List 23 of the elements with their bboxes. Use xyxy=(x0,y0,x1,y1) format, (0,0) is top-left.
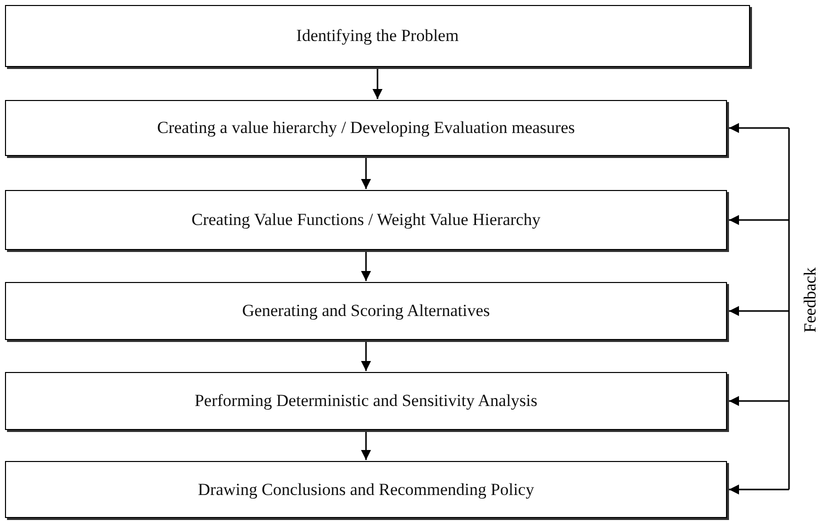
process-box xyxy=(5,5,750,67)
arrow xyxy=(361,431,371,460)
feedback-label: Feedback xyxy=(800,267,820,333)
step-label: Drawing Conclusions and Recommending Policy xyxy=(198,480,534,500)
process-box xyxy=(5,190,727,250)
arrow xyxy=(729,484,789,494)
arrow xyxy=(729,396,789,406)
step-label: Performing Deterministic and Sensitivity Analysis xyxy=(194,391,538,411)
step-label: Identifying the Problem xyxy=(296,26,459,46)
step-label: Generating and Scoring Alternatives xyxy=(242,301,490,321)
step-label: Creating a value hierarchy / Developing Evaluation measures xyxy=(157,118,575,138)
arrow xyxy=(361,157,371,189)
process-box xyxy=(5,372,727,430)
arrow xyxy=(361,251,371,281)
step-label: Creating Value Functions / Weight Value Hierarchy xyxy=(192,210,540,230)
arrow xyxy=(729,215,789,225)
process-box xyxy=(5,100,727,156)
process-box xyxy=(5,282,727,340)
process-box xyxy=(5,461,727,518)
arrow xyxy=(361,341,371,371)
arrow xyxy=(729,123,789,133)
arrow xyxy=(372,68,382,99)
arrow xyxy=(729,306,789,316)
